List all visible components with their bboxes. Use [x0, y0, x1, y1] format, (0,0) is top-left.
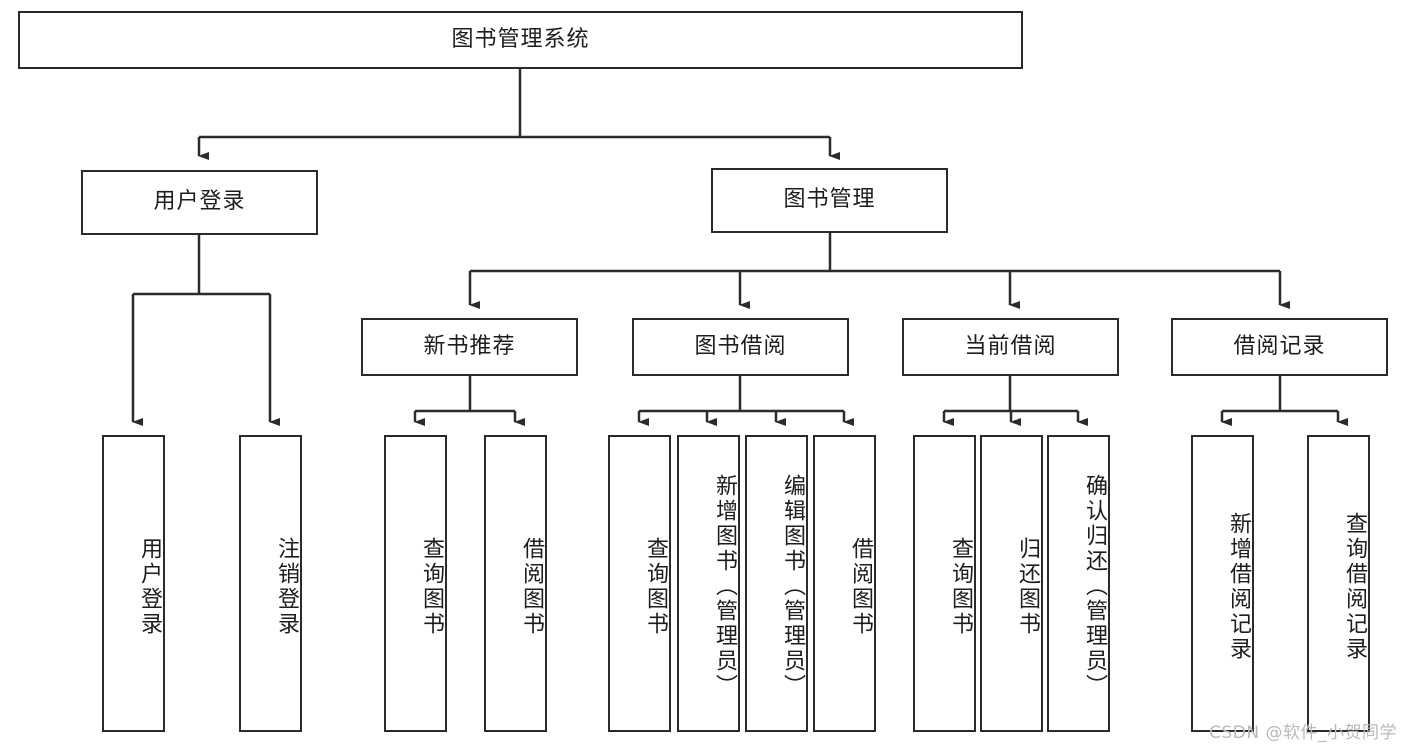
- watermark-text: CSDN @软件_小贺同学: [1209, 723, 1397, 743]
- node-leaf-add-borrow-record[interactable]: 新增借阅记录: [1191, 435, 1254, 732]
- node-leaf-return-book[interactable]: 归还图书: [980, 435, 1043, 732]
- node-user-login[interactable]: 用户登录: [81, 170, 318, 235]
- node-leaf-borrow-book-recommend-label: 借阅图书: [519, 536, 544, 637]
- node-leaf-query-book-borrow[interactable]: 查询图书: [608, 435, 671, 732]
- node-leaf-user-login-label: 用户登录: [137, 536, 162, 637]
- node-leaf-query-borrow-record-label: 查询借阅记录: [1342, 511, 1367, 662]
- node-book-manage[interactable]: 图书管理: [711, 168, 948, 233]
- node-leaf-borrow-book[interactable]: 借阅图书: [813, 435, 876, 732]
- node-root[interactable]: 图书管理系统: [18, 11, 1023, 69]
- node-user-login-label: 用户登录: [153, 189, 246, 215]
- node-borrow-record-label: 借阅记录: [1233, 333, 1326, 359]
- node-leaf-user-logout-label: 注销登录: [274, 536, 299, 637]
- node-leaf-user-logout[interactable]: 注销登录: [239, 435, 302, 732]
- node-current-borrow-label: 当前借阅: [964, 333, 1057, 359]
- node-book-borrow-label: 图书借阅: [694, 333, 787, 359]
- node-leaf-query-book-current-label: 查询图书: [948, 536, 973, 637]
- node-borrow-record[interactable]: 借阅记录: [1171, 318, 1388, 376]
- node-leaf-query-book-recommend[interactable]: 查询图书: [384, 435, 447, 732]
- node-leaf-add-borrow-record-label: 新增借阅记录: [1226, 511, 1251, 662]
- node-new-book-recommend-label: 新书推荐: [423, 333, 516, 359]
- node-leaf-borrow-book-label: 借阅图书: [848, 536, 873, 637]
- node-leaf-add-book-label: 新增图书（管理员）: [712, 474, 737, 699]
- node-root-label: 图书管理系统: [451, 26, 590, 52]
- node-current-borrow[interactable]: 当前借阅: [902, 318, 1119, 376]
- node-leaf-edit-book[interactable]: 编辑图书（管理员）: [745, 435, 808, 732]
- node-book-borrow[interactable]: 图书借阅: [632, 318, 849, 376]
- node-leaf-return-book-label: 归还图书: [1015, 536, 1040, 637]
- node-leaf-add-book[interactable]: 新增图书（管理员）: [677, 435, 740, 732]
- node-book-manage-label: 图书管理: [783, 187, 876, 213]
- node-leaf-query-book-borrow-label: 查询图书: [643, 536, 668, 637]
- node-leaf-query-borrow-record[interactable]: 查询借阅记录: [1307, 435, 1370, 732]
- node-leaf-query-book-current[interactable]: 查询图书: [913, 435, 976, 732]
- node-leaf-query-book-recommend-label: 查询图书: [419, 536, 444, 637]
- node-leaf-user-login[interactable]: 用户登录: [102, 435, 165, 732]
- node-leaf-borrow-book-recommend[interactable]: 借阅图书: [484, 435, 547, 732]
- node-leaf-confirm-return[interactable]: 确认归还（管理员）: [1047, 435, 1110, 732]
- node-leaf-confirm-return-label: 确认归还（管理员）: [1082, 474, 1107, 699]
- node-new-book-recommend[interactable]: 新书推荐: [361, 318, 578, 376]
- node-leaf-edit-book-label: 编辑图书（管理员）: [780, 474, 805, 699]
